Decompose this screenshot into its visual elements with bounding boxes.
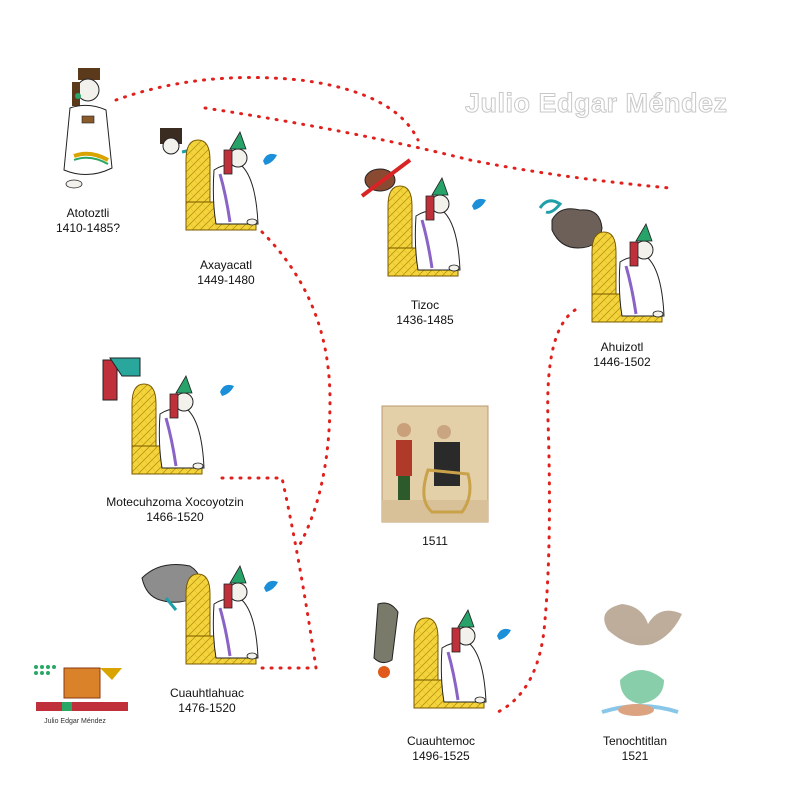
figure-axayacatl — [160, 128, 277, 232]
dates-ahuizotl: 1446-1502 — [593, 355, 651, 369]
name-cuauhtlahuac: Cuauhtlahuac — [169, 686, 245, 700]
dates-atotoztli: 1410-1485? — [55, 221, 121, 235]
figure-atotoztli — [63, 68, 113, 189]
label-axayacatl: Axayacatl 1449-1480 — [186, 258, 266, 288]
label-ahuizotl: Ahuizotl 1446-1502 — [584, 340, 660, 370]
name-tenochtitlan: Tenochtitlan — [602, 734, 668, 748]
dates-axayacatl: 1449-1480 — [197, 273, 255, 287]
dates-motecuhzoma: 1466-1520 — [146, 510, 204, 524]
tizoc-glyph-icon — [360, 158, 412, 198]
logo-caption: Julio Edgar Méndez — [44, 718, 106, 725]
label-tizoc: Tizoc 1436-1485 — [390, 298, 460, 328]
figure-ahuizotl — [538, 199, 666, 324]
label-motecuhzoma: Motecuhzoma Xocoyotzin 1466-1520 — [90, 495, 260, 525]
connector-lines — [114, 76, 672, 714]
dates-cuauhtlahuac: 1476-1520 — [178, 701, 236, 715]
name-atotoztli: Atotoztli — [66, 206, 110, 220]
figure-tenochtitlan — [601, 604, 682, 716]
watermark-text: Julio Edgar Méndez — [465, 88, 728, 119]
connector-ahuizotl-cuauhtemoc — [496, 308, 577, 714]
label-cuauhtemoc: Cuauhtemoc 1496-1525 — [398, 734, 484, 764]
name-painting: 1511 — [422, 534, 448, 548]
name-cuauhtemoc: Cuauhtemoc — [406, 734, 476, 748]
dates-tizoc: 1436-1485 — [396, 313, 454, 327]
label-painting: 1511 — [405, 534, 465, 549]
connector-axayacatl-ahuizotl — [203, 106, 672, 190]
label-atotoztli: Atotoztli 1410-1485? — [50, 206, 126, 236]
cuauhtemoc-glyph-icon — [373, 602, 399, 678]
name-ahuizotl: Ahuizotl — [600, 340, 644, 354]
connector-motecuhzoma-cuauhtlahuac — [220, 476, 318, 670]
figure-tizoc — [360, 158, 486, 278]
figure-motecuhzoma — [102, 357, 234, 476]
connector-axayacatl-down — [260, 230, 332, 550]
name-tizoc: Tizoc — [410, 298, 440, 312]
dates-tenochtitlan: 1521 — [621, 749, 649, 763]
painting-1511 — [381, 405, 489, 523]
ahuizotl-glyph-icon — [538, 199, 603, 249]
figure-cuauhtemoc — [373, 602, 511, 710]
figure-cuauhtlahuac — [141, 564, 278, 666]
logo-icon — [34, 665, 128, 711]
name-motecuhzoma: Motecuhzoma Xocoyotzin — [106, 495, 244, 509]
motecuhzoma-glyph-icon — [102, 357, 141, 401]
name-axayacatl: Axayacatl — [199, 258, 253, 272]
dates-cuauhtemoc: 1496-1525 — [412, 749, 470, 763]
label-cuauhtlahuac: Cuauhtlahuac 1476-1520 — [162, 686, 252, 716]
connector-atotoztli-tizoc — [114, 76, 420, 142]
label-tenochtitlan: Tenochtitlan 1521 — [590, 734, 680, 764]
